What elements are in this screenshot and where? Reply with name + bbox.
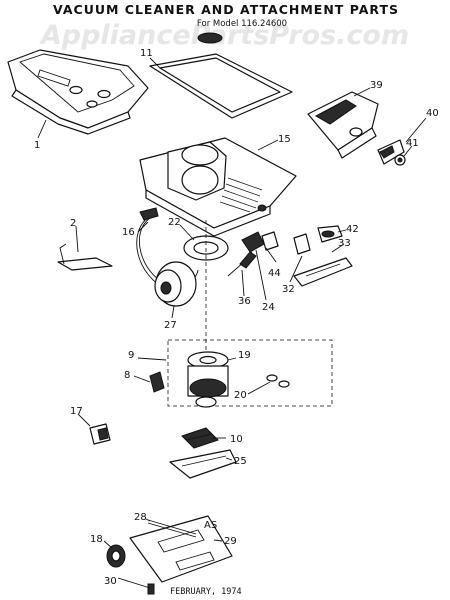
label-part-39: 39 <box>370 80 383 91</box>
label-part-42: 42 <box>346 224 359 235</box>
watermark: AppliancePartsPros.com <box>39 20 409 51</box>
label-part-20: 20 <box>234 390 247 401</box>
part-gasket <box>149 53 293 119</box>
diagram-subtitle: For Model 116.24600 <box>197 19 287 29</box>
label-part-10: 10 <box>230 434 243 445</box>
label-as: AS <box>204 520 217 531</box>
part-switch-knob <box>89 423 111 445</box>
label-part-40: 40 <box>426 108 439 119</box>
part-nozzle <box>169 449 237 479</box>
label-part-33: 33 <box>338 238 351 249</box>
label-part-36: 36 <box>238 296 251 307</box>
part-rod <box>147 519 197 538</box>
part-spring <box>149 371 165 393</box>
part-fittings <box>241 225 343 255</box>
leader-lines <box>37 57 427 589</box>
part-wheel <box>106 544 126 568</box>
label-part-41: 41 <box>406 138 419 149</box>
part-hood-cover <box>7 49 149 135</box>
part-housing <box>139 137 297 237</box>
label-part-22: 22 <box>168 217 181 228</box>
label-part-17: 17 <box>70 406 83 417</box>
part-plug <box>227 251 257 277</box>
label-part-2: 2 <box>70 218 76 229</box>
label-part-9: 9 <box>128 350 134 361</box>
part-attachment-holder <box>307 91 379 159</box>
label-part-28: 28 <box>134 512 147 523</box>
part-brush <box>181 427 219 449</box>
part-top-disc <box>197 32 223 44</box>
label-part-15: 15 <box>278 134 291 145</box>
part-screw <box>147 583 155 595</box>
label-part-8: 8 <box>124 370 130 381</box>
assembly-guide <box>167 220 333 407</box>
part-cord-reel <box>154 261 197 307</box>
part-latch <box>57 243 113 271</box>
diagram-title: VACUUM CLEANER AND ATTACHMENT PARTS <box>53 2 399 17</box>
part-labels: 1 11 15 39 40 41 2 16 22 42 33 44 32 36 … <box>34 48 439 587</box>
label-part-29: 29 <box>224 536 237 547</box>
label-part-30: 30 <box>104 576 117 587</box>
footer-date: FEBRUARY, 1974 <box>170 587 242 597</box>
part-bracket <box>377 139 406 166</box>
label-part-19: 19 <box>238 350 251 361</box>
label-part-44: 44 <box>268 268 281 279</box>
part-fasteners <box>266 374 290 388</box>
part-motor <box>187 351 229 408</box>
label-part-16: 16 <box>122 227 135 238</box>
label-part-24: 24 <box>262 302 275 313</box>
label-part-18: 18 <box>90 534 103 545</box>
label-part-1: 1 <box>34 140 40 151</box>
label-part-25: 25 <box>234 456 247 467</box>
label-part-27: 27 <box>164 320 177 331</box>
label-part-11: 11 <box>140 48 153 59</box>
label-part-32: 32 <box>282 284 295 295</box>
part-switch-bar <box>293 257 353 287</box>
